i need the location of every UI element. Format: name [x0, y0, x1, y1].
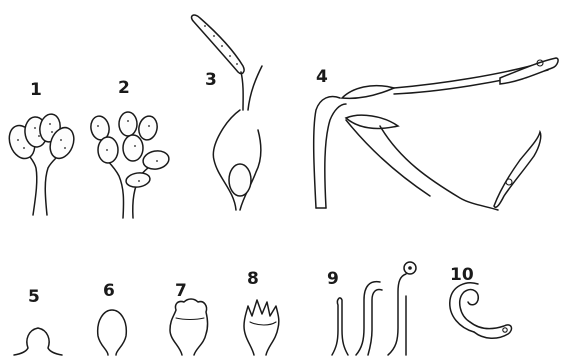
figure-label-7: 7: [175, 281, 187, 301]
figure-5-basidium-initial: [14, 328, 62, 355]
figure-7-sterigmata-initials: [170, 299, 208, 355]
figure-4-basidium-germ-tubes: [314, 58, 558, 210]
figure-6-ovoid-basidium: [98, 310, 127, 355]
figure-label-3: 3: [205, 70, 217, 90]
figure-label-8: 8: [247, 269, 259, 289]
figure-label-2: 2: [118, 78, 130, 98]
figure-label-10: 10: [450, 265, 474, 285]
figure-label-1: 1: [30, 80, 42, 100]
figure-1-basidium-four-spores: [5, 112, 78, 215]
figure-label-5: 5: [28, 287, 40, 307]
figure-3-germinating-spore: [192, 15, 262, 210]
figure-label-4: 4: [316, 67, 328, 87]
figure-label-9: 9: [327, 269, 339, 289]
figure-2-basidium-five-spores: [89, 112, 170, 218]
figure-8-pointed-sterigmata: [244, 300, 279, 355]
figure-10-coiled-spore: [450, 283, 512, 338]
figure-label-6: 6: [103, 281, 115, 301]
figure-9-sterigma-stages: [332, 262, 416, 355]
